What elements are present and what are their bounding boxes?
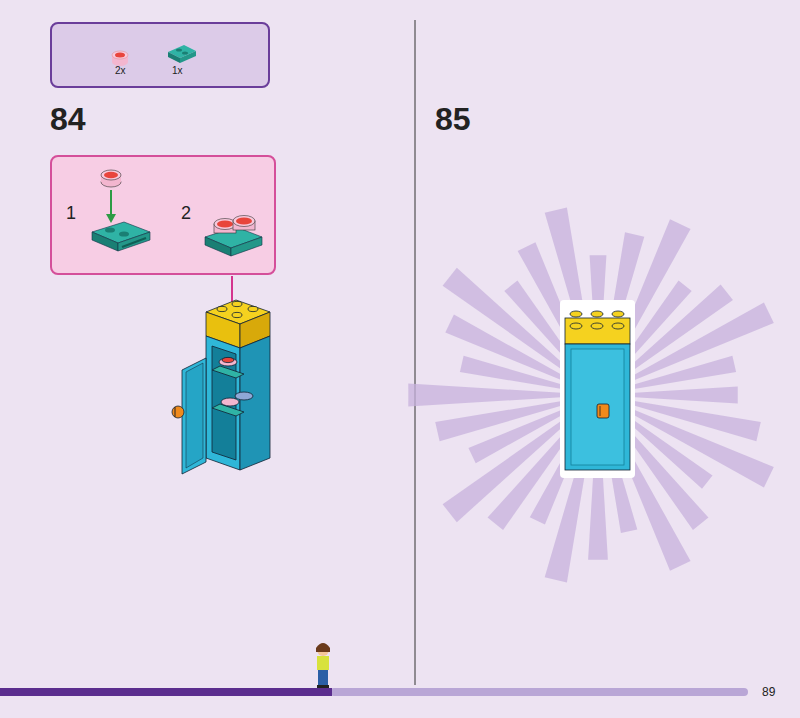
substep-box-fill	[50, 155, 276, 275]
substep-box: 12	[50, 155, 276, 275]
progress-track	[330, 688, 748, 696]
step-number: 84	[50, 101, 86, 138]
closed-fridge	[560, 300, 635, 478]
open-fridge	[172, 300, 270, 474]
substep-1-drawing	[92, 170, 150, 251]
progress-fill	[0, 688, 332, 696]
parts-list-box: 2x 1x	[50, 22, 270, 88]
highlight-rays	[408, 208, 773, 583]
parts-box-fill	[50, 22, 270, 88]
step-number: 85	[435, 101, 471, 138]
substep-number: 1	[66, 203, 76, 224]
substep-2-drawing	[205, 216, 262, 257]
page-divider	[415, 20, 416, 685]
substep-number: 2	[181, 203, 191, 224]
plate-icon	[168, 45, 196, 63]
minifigure	[316, 643, 330, 688]
page-number: 89	[762, 685, 775, 699]
food-piece-icon	[112, 51, 128, 66]
part-quantity: 2x	[115, 65, 126, 76]
part-quantity: 1x	[172, 65, 183, 76]
